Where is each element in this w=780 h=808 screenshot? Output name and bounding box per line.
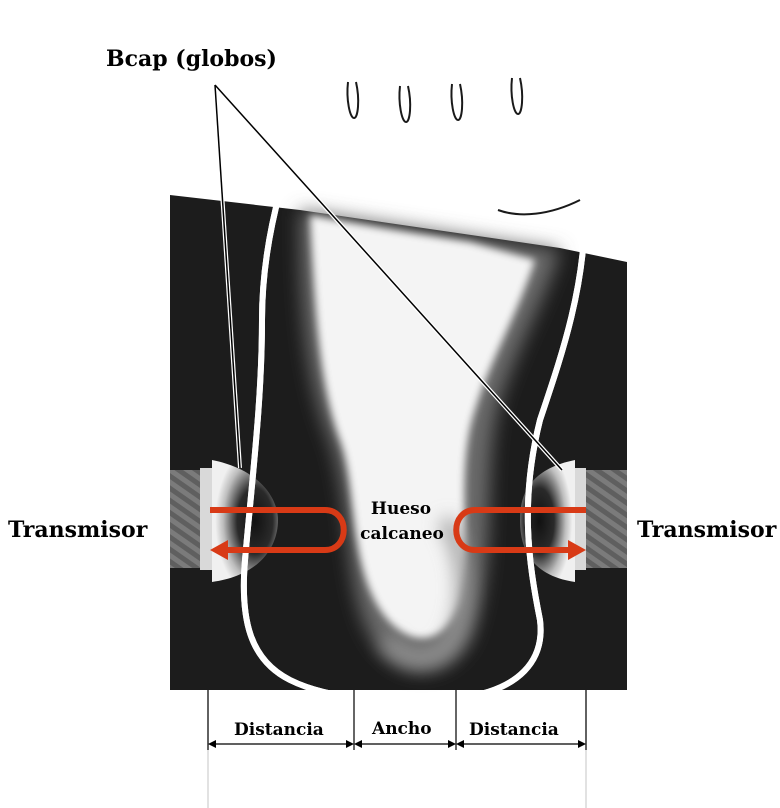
bone-label-line2: calcaneo <box>351 526 453 543</box>
bone-label-line1: Hueso <box>363 501 439 518</box>
measurement-lines <box>208 690 586 808</box>
width-label: Ancho <box>372 721 432 738</box>
transmitter-left-label: Transmisor <box>8 519 147 541</box>
transmitter-right-device <box>520 460 627 582</box>
distance-right-label: Distancia <box>469 722 559 739</box>
distance-left-label: Distancia <box>234 722 324 739</box>
balloons-label: Bcap (globos) <box>106 48 277 70</box>
transmitter-right-label: Transmisor <box>637 519 776 541</box>
